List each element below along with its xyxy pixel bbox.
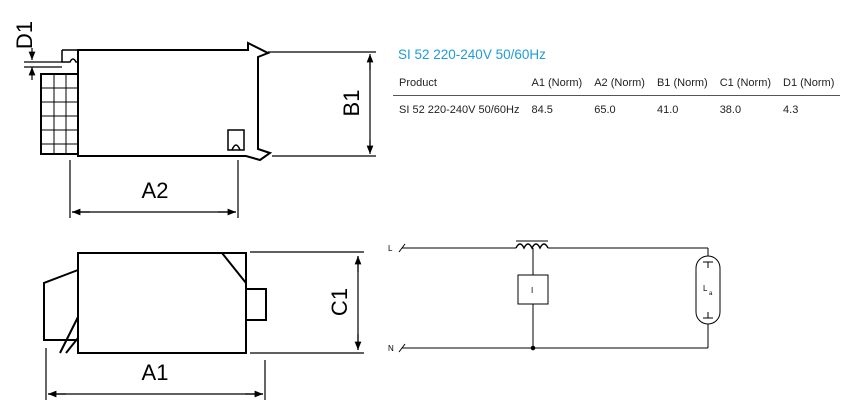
header-product: Product xyxy=(393,74,526,96)
header-d1: D1 (Norm) xyxy=(777,74,841,96)
product-title: SI 52 220-240V 50/60Hz xyxy=(398,47,546,62)
label-lamp: L xyxy=(703,284,708,293)
dimension-d1 xyxy=(24,48,62,80)
table-row: SI 52 220-240V 50/60Hz 84.5 65.0 41.0 38… xyxy=(393,96,840,122)
dimension-b1 xyxy=(268,51,376,157)
cell-a2: 65.0 xyxy=(594,104,616,116)
top-view-drawing xyxy=(40,41,273,162)
label-lamp-subscript: a xyxy=(709,291,713,297)
label-a1: A1 xyxy=(142,360,169,385)
spec-header-row: Product A1 (Norm) A2 (Norm) B1 (Norm) C1… xyxy=(393,74,841,96)
label-c1: C1 xyxy=(327,288,352,316)
label-b1: B1 xyxy=(339,90,364,117)
label-line: L xyxy=(388,244,393,253)
dimension-a2 xyxy=(69,160,239,218)
label-d1: D1 xyxy=(12,21,37,49)
cell-a1: 84.5 xyxy=(531,104,553,116)
cell-product: SI 52 220-240V 50/60Hz xyxy=(399,104,520,116)
cell-d1: 4.3 xyxy=(783,104,799,116)
side-view-drawing xyxy=(43,252,267,354)
label-a2: A2 xyxy=(142,178,169,203)
spec-table: Product A1 (Norm) A2 (Norm) B1 (Norm) C1… xyxy=(393,74,841,122)
label-igniter: I xyxy=(531,286,533,295)
dimension-a1 xyxy=(45,348,266,400)
circuit-diagram xyxy=(398,240,721,353)
dimension-c1 xyxy=(250,251,364,354)
cell-b1: 41.0 xyxy=(656,104,679,116)
header-c1: C1 (Norm) xyxy=(713,74,778,96)
header-b1: B1 (Norm) xyxy=(650,74,714,96)
label-neutral: N xyxy=(388,344,394,353)
header-a2: A2 (Norm) xyxy=(588,74,651,96)
header-a1: A1 (Norm) xyxy=(525,74,589,96)
cell-c1: 38.0 xyxy=(719,104,742,116)
